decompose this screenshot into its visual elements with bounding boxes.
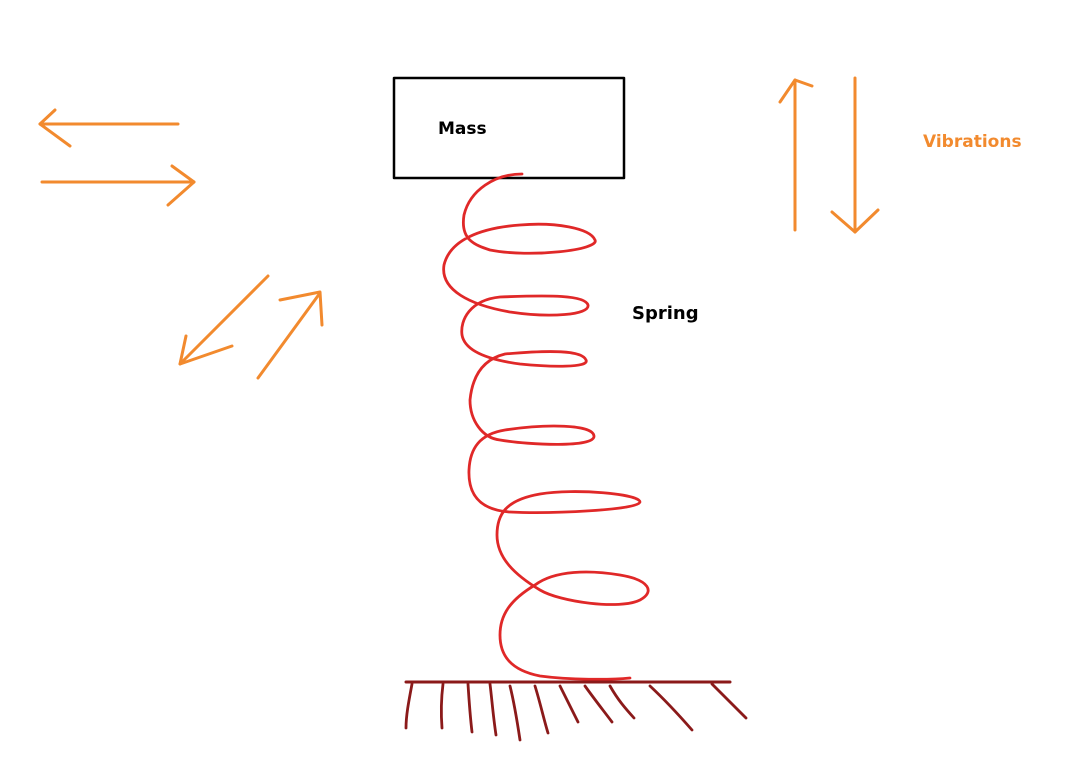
up-right-arrow-head bbox=[278, 290, 324, 327]
ground bbox=[404, 680, 748, 742]
up-arrow-head bbox=[778, 78, 814, 104]
hatch-mark bbox=[488, 682, 498, 737]
hatch-mark bbox=[439, 682, 445, 730]
hatch-mark bbox=[648, 684, 694, 732]
hatch-mark bbox=[404, 682, 414, 730]
right-arrow-head bbox=[166, 164, 196, 207]
left-arrow-head bbox=[38, 108, 72, 148]
diagonal-arrows-icon bbox=[178, 274, 324, 380]
spring-label: Spring bbox=[632, 303, 699, 324]
mass-block bbox=[392, 76, 626, 180]
down-left-arrow-head bbox=[178, 334, 234, 366]
hatch-mark bbox=[508, 684, 522, 742]
down-left-arrow-shaft bbox=[178, 274, 270, 366]
ground-hatching bbox=[404, 682, 748, 742]
up-down-arrows-icon bbox=[778, 76, 880, 234]
hatch-mark bbox=[583, 684, 614, 724]
hatch-mark bbox=[558, 684, 580, 724]
hatch-mark bbox=[608, 684, 636, 720]
mass-outline bbox=[392, 76, 626, 180]
left-right-arrows-icon bbox=[38, 108, 196, 207]
hatch-mark bbox=[710, 682, 748, 720]
hatch-mark bbox=[466, 682, 474, 734]
hatch-mark bbox=[533, 684, 550, 735]
mass-label: Mass bbox=[438, 119, 487, 139]
up-right-arrow-shaft bbox=[256, 291, 322, 380]
spring-coil bbox=[442, 172, 650, 681]
vibrations-label: Vibrations bbox=[923, 132, 1022, 152]
down-arrow-head bbox=[830, 208, 880, 234]
